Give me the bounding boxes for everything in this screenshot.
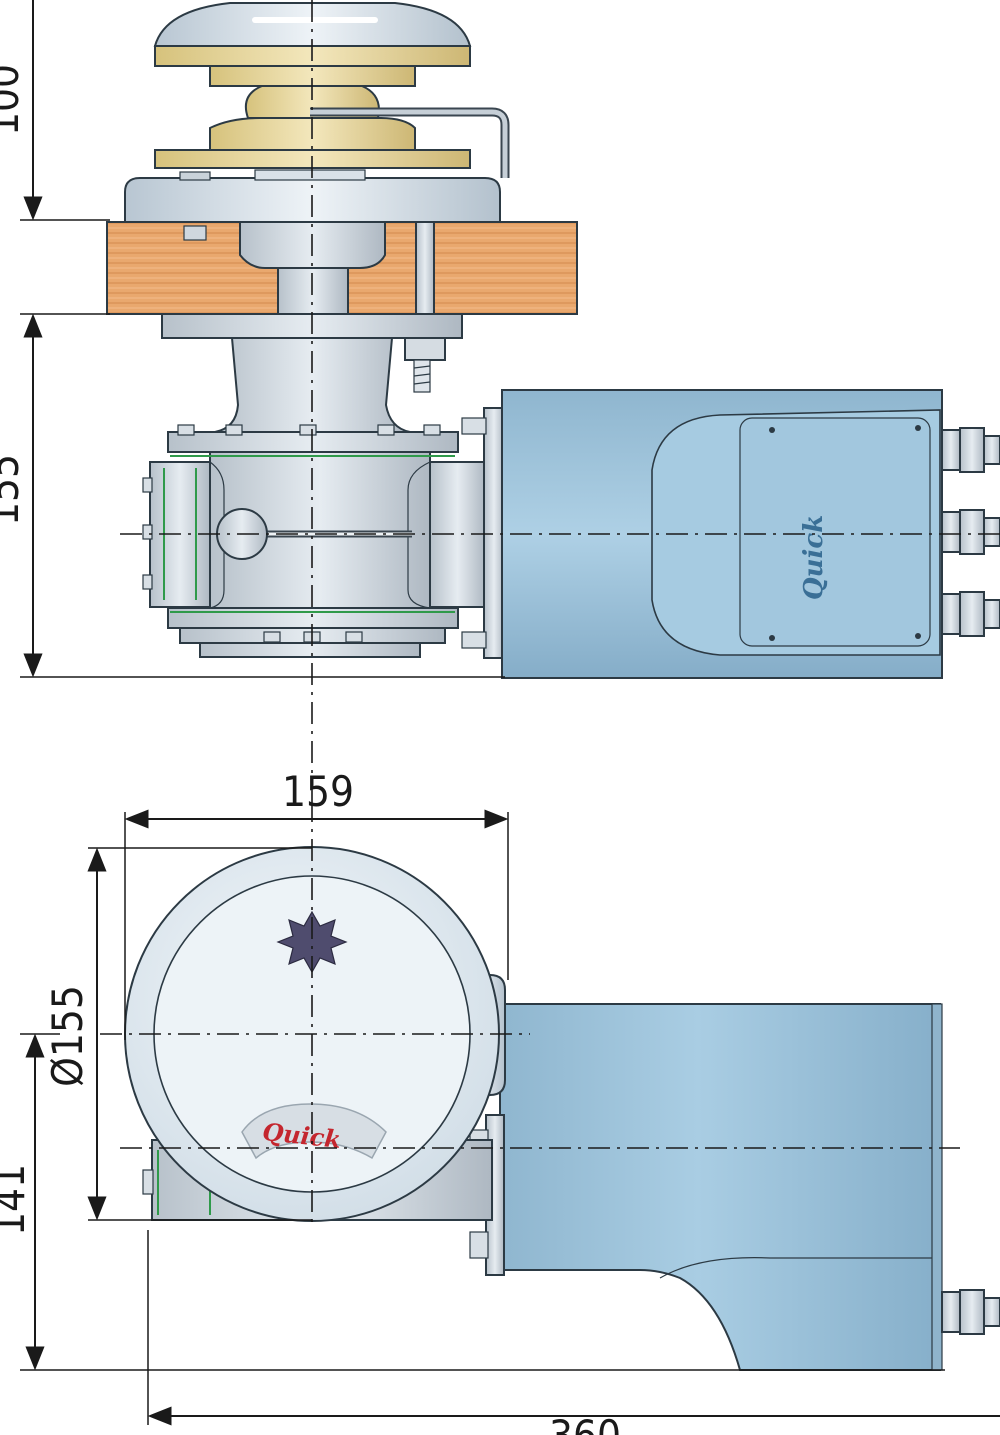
dimension-diameter: Ø155 [43, 847, 312, 1221]
svg-text:141: 141 [0, 1164, 34, 1236]
svg-text:159: 159 [282, 767, 354, 816]
motor-logo: Quick [799, 515, 829, 600]
cable-glands [941, 427, 1000, 637]
top-cap [153, 1, 472, 47]
motor-plan [499, 1003, 941, 1371]
svg-text:Ø155: Ø155 [43, 985, 92, 1087]
dimension-top-height: 100 [0, 0, 110, 221]
gearbox [142, 424, 486, 658]
svg-text:155: 155 [0, 454, 28, 526]
dimension-base-height: 141 [0, 1033, 945, 1371]
svg-text:100: 100 [0, 64, 28, 136]
dimension-overall-length: 360 [147, 1230, 1000, 1435]
dimension-width: 159 [124, 767, 509, 1040]
dimension-side-height: 155 [0, 313, 505, 678]
side-view: Quick [106, 0, 1000, 800]
cover-logo-badge [241, 1103, 387, 1160]
plan-view: Quick [100, 800, 1000, 1371]
svg-text:360: 360 [549, 1411, 621, 1435]
